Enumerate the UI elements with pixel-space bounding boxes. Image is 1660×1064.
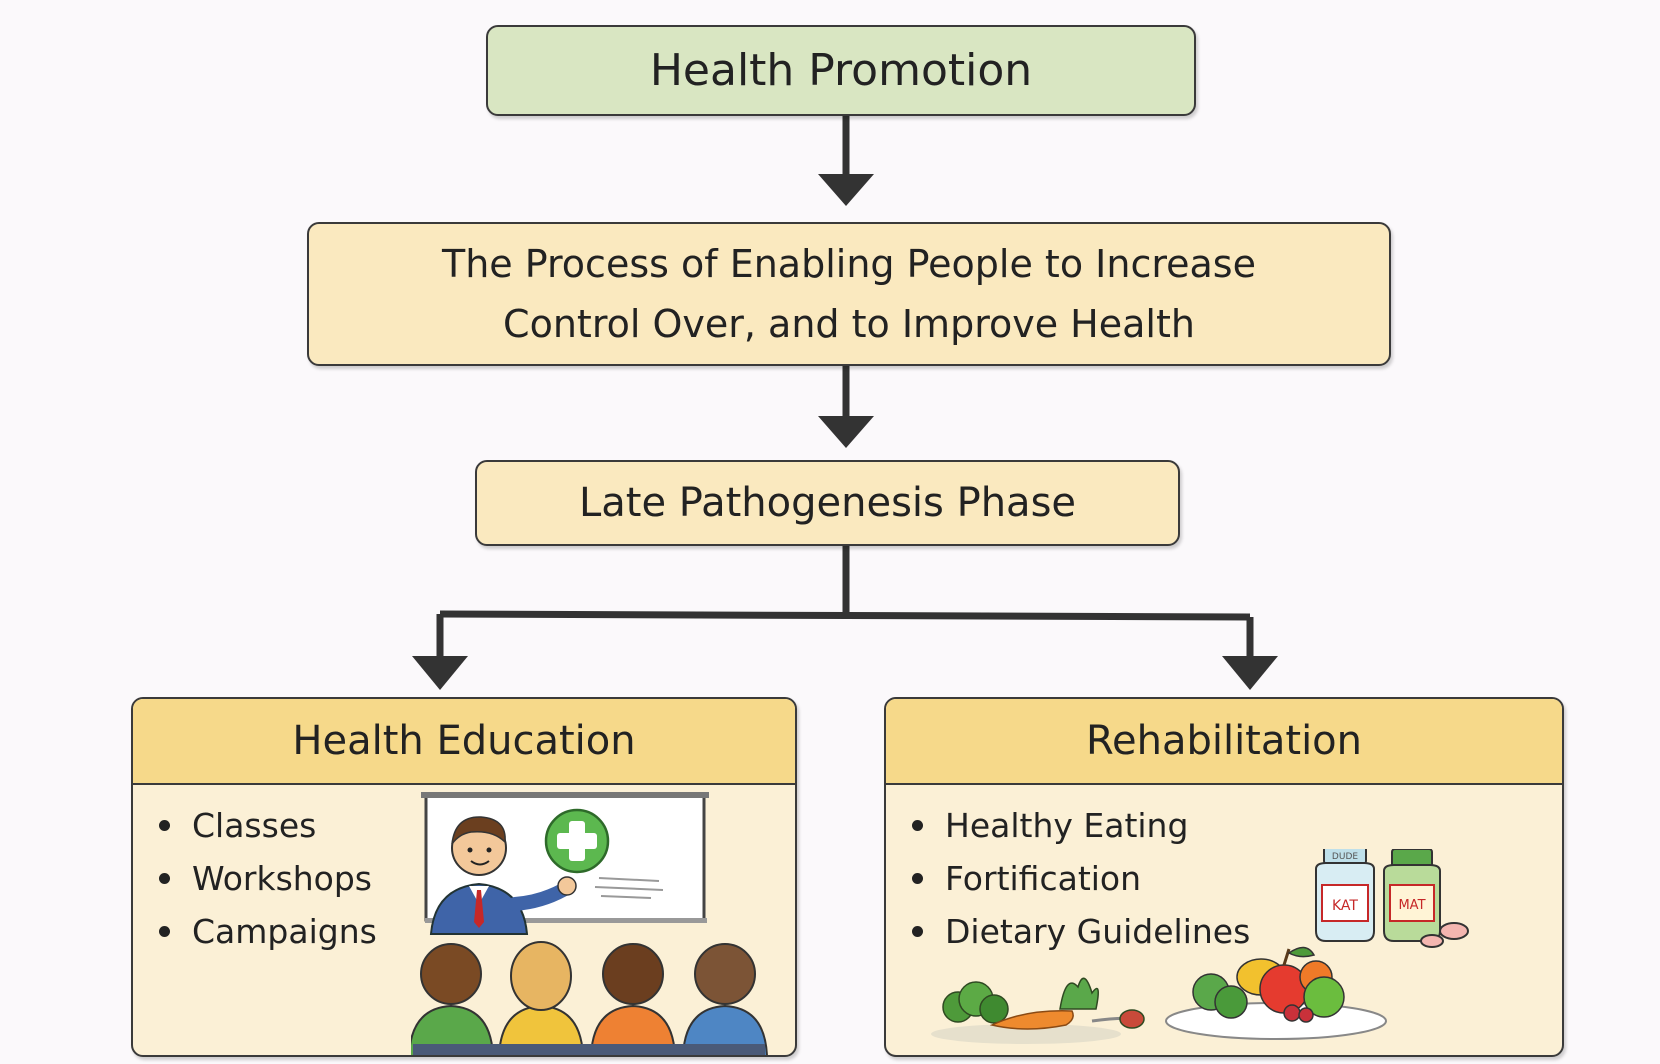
- definition-line-1: The Process of Enabling People to Increa…: [442, 242, 1256, 286]
- phase-title: Late Pathogenesis Phase: [578, 480, 1077, 526]
- bottle-label: MAT: [1398, 898, 1425, 913]
- health-promotion-box: Health Promotion: [486, 25, 1196, 116]
- rehabilitation-panel: Rehabilitation Healthy Eating Fortificat…: [884, 697, 1564, 1057]
- bullet-icon: [159, 820, 170, 831]
- list-item: Dietary Guidelines: [912, 905, 1250, 958]
- definition-line-2: Control Over, and to Improve Health: [503, 302, 1195, 346]
- list-item: Fortification: [912, 852, 1250, 905]
- rehabilitation-title: Rehabilitation: [1085, 718, 1362, 764]
- health-promotion-title: Health Promotion: [649, 45, 1033, 96]
- health-education-header: Health Education: [133, 699, 795, 785]
- bullet-icon: [912, 873, 923, 884]
- bottle-label: KAT: [1332, 898, 1358, 914]
- health-education-list: Classes Workshops Campaigns: [159, 799, 377, 958]
- bottle-cap-label: DUDE: [1332, 852, 1358, 862]
- arrow-head: [818, 416, 874, 448]
- arrow-head: [818, 174, 874, 206]
- bullet-icon: [912, 820, 923, 831]
- health-education-panel: Health Education Classes Workshops Campa…: [131, 697, 797, 1057]
- classroom-illustration: [411, 792, 768, 1055]
- teacher-figure: [429, 816, 577, 935]
- list-item: Workshops: [159, 852, 377, 905]
- supplement-bottles-icon: KAT DUDE MAT: [1315, 849, 1469, 948]
- arrow-head: [1222, 656, 1278, 690]
- health-education-title: Health Education: [292, 718, 636, 764]
- definition-box: The Process of Enabling People to Increa…: [307, 222, 1391, 366]
- list-item: Classes: [159, 799, 377, 852]
- bullet-icon: [159, 873, 170, 884]
- list-item: Campaigns: [159, 905, 377, 958]
- bullet-icon: [912, 926, 923, 937]
- list-item: Healthy Eating: [912, 799, 1250, 852]
- students-group: [411, 941, 768, 1055]
- rehabilitation-header: Rehabilitation: [886, 699, 1562, 785]
- arrow-head: [412, 656, 468, 690]
- healthy-food-illustration: KAT DUDE MAT: [931, 849, 1469, 1044]
- phase-box: Late Pathogenesis Phase: [475, 460, 1180, 546]
- fruit-plate-icon: [1165, 946, 1387, 1040]
- medical-cross-icon: [544, 808, 610, 874]
- vegetables-icon: [931, 977, 1145, 1044]
- bullet-icon: [159, 926, 170, 937]
- rehabilitation-list: Healthy Eating Fortification Dietary Gui…: [912, 799, 1250, 958]
